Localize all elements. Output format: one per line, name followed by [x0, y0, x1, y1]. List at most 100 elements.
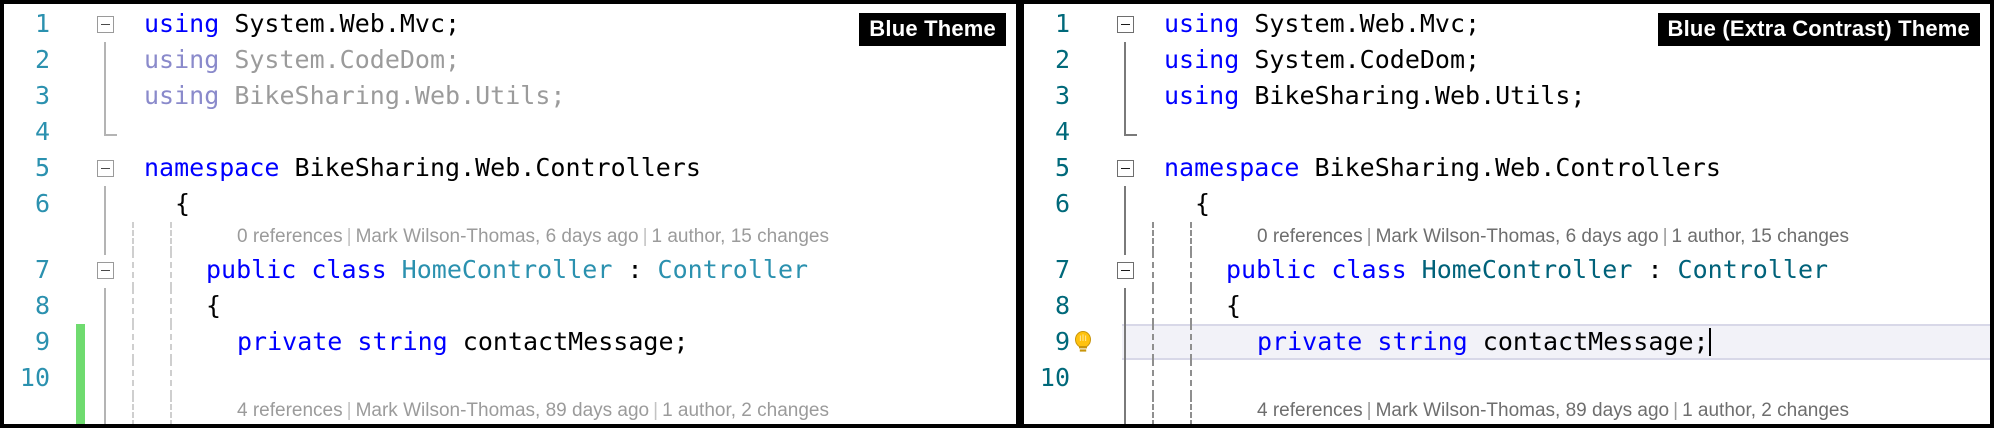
outlining-slot[interactable]: [1108, 150, 1142, 186]
code-line-row[interactable]: 10: [1024, 360, 1990, 396]
line-text-area[interactable]: 0 references|Mark Wilson-Thomas, 6 days …: [122, 222, 1016, 252]
line-text-area[interactable]: [122, 360, 1016, 396]
codelens-row[interactable]: 0 references|Mark Wilson-Thomas, 6 days …: [1024, 219, 1990, 255]
codelens-item[interactable]: Mark Wilson-Thomas, 6 days ago: [1375, 226, 1659, 247]
line-text-area[interactable]: using System.Web.Mvc;: [122, 6, 1016, 42]
line-text-area[interactable]: public class HomeController : Controller: [1142, 252, 1990, 288]
code-line-row[interactable]: 10: [4, 360, 1016, 396]
codelens-row[interactable]: 4 references|Mark Wilson-Thomas, 89 days…: [4, 393, 1016, 424]
lightbulb-icon[interactable]: [1072, 330, 1094, 354]
code-line-row[interactable]: 8{: [4, 288, 1016, 324]
codelens-item[interactable]: Mark Wilson-Thomas, 89 days ago: [355, 400, 650, 421]
line-text-area[interactable]: [1142, 360, 1990, 396]
source-code-text[interactable]: {: [206, 288, 221, 324]
codelens-item[interactable]: 1 author, 2 changes: [662, 400, 829, 421]
line-text-area[interactable]: {: [122, 186, 1016, 222]
code-line-row[interactable]: 4: [4, 114, 1016, 150]
outlining-slot[interactable]: [88, 6, 122, 42]
source-code-text[interactable]: using System.CodeDom;: [1164, 42, 1480, 78]
source-code-text[interactable]: public class HomeController : Controller: [206, 252, 808, 288]
source-code-text[interactable]: namespace BikeSharing.Web.Controllers: [1164, 150, 1721, 186]
codelens-item[interactable]: 1 author, 15 changes: [651, 226, 829, 247]
indent-guide: [170, 324, 172, 360]
line-text-area[interactable]: 4 references|Mark Wilson-Thomas, 89 days…: [122, 396, 1016, 424]
codelens-row[interactable]: 4 references|Mark Wilson-Thomas, 89 days…: [1024, 393, 1990, 424]
source-code-text[interactable]: namespace BikeSharing.Web.Controllers: [144, 150, 701, 186]
codelens-annotation[interactable]: 4 references|Mark Wilson-Thomas, 89 days…: [237, 400, 829, 422]
line-text-area[interactable]: using System.Web.Mvc;: [1142, 6, 1990, 42]
codelens-item[interactable]: 0 references: [237, 226, 343, 247]
line-text-area[interactable]: using System.CodeDom;: [1142, 42, 1990, 78]
line-text-area[interactable]: public class HomeController : Controller: [122, 252, 1016, 288]
line-text-area[interactable]: using System.CodeDom;: [122, 42, 1016, 78]
collapse-minus-icon[interactable]: [96, 15, 114, 33]
source-code-text[interactable]: using BikeSharing.Web.Utils;: [144, 78, 565, 114]
line-text-area[interactable]: [1142, 114, 1990, 150]
line-text-area[interactable]: {: [1142, 186, 1990, 222]
outlining-slot[interactable]: [1108, 252, 1142, 288]
source-code-text[interactable]: {: [1226, 288, 1241, 324]
codelens-annotation[interactable]: 4 references|Mark Wilson-Thomas, 89 days…: [1257, 400, 1849, 422]
line-text-area[interactable]: {: [1142, 288, 1990, 324]
line-text-area[interactable]: using BikeSharing.Web.Utils;: [1142, 78, 1990, 114]
source-code-text[interactable]: {: [175, 186, 190, 222]
codelens-item[interactable]: 4 references: [1257, 400, 1363, 421]
line-text-area[interactable]: [122, 114, 1016, 150]
source-code-text[interactable]: {: [1195, 186, 1210, 222]
source-code-text[interactable]: using System.CodeDom;: [144, 42, 460, 78]
line-text-area[interactable]: private string contactMessage;: [1142, 324, 1990, 360]
source-code-text[interactable]: using System.Web.Mvc;: [1164, 6, 1480, 42]
source-code-text[interactable]: using BikeSharing.Web.Utils;: [1164, 78, 1585, 114]
codelens-row[interactable]: 0 references|Mark Wilson-Thomas, 6 days …: [4, 219, 1016, 255]
line-text-area[interactable]: private string contactMessage;: [122, 324, 1016, 360]
codelens-annotation[interactable]: 0 references|Mark Wilson-Thomas, 6 days …: [1257, 226, 1849, 248]
codelens-item[interactable]: 4 references: [237, 400, 343, 421]
codelens-item[interactable]: Mark Wilson-Thomas, 89 days ago: [1375, 400, 1670, 421]
collapse-minus-icon[interactable]: [96, 261, 114, 279]
code-line-row[interactable]: 4: [1024, 114, 1990, 150]
collapse-minus-icon[interactable]: [96, 159, 114, 177]
codelens-annotation[interactable]: 0 references|Mark Wilson-Thomas, 6 days …: [237, 226, 829, 248]
line-text-area[interactable]: 0 references|Mark Wilson-Thomas, 6 days …: [1142, 222, 1990, 252]
line-text-area[interactable]: using BikeSharing.Web.Utils;: [122, 78, 1016, 114]
line-text-area[interactable]: {: [122, 288, 1016, 324]
source-code-text[interactable]: private string contactMessage;: [237, 324, 689, 360]
code-line-row[interactable]: 8{: [1024, 288, 1990, 324]
codelens-item[interactable]: 1 author, 15 changes: [1671, 226, 1849, 247]
outlining-slot[interactable]: [88, 150, 122, 186]
collapse-minus-icon[interactable]: [1116, 159, 1134, 177]
outlining-slot[interactable]: [1108, 6, 1142, 42]
codelens-item[interactable]: 1 author, 2 changes: [1682, 400, 1849, 421]
code-line-row[interactable]: 6{: [4, 186, 1016, 222]
collapse-minus-icon[interactable]: [1116, 261, 1134, 279]
source-code-text[interactable]: private string contactMessage;: [1257, 324, 1711, 360]
line-text-area[interactable]: namespace BikeSharing.Web.Controllers: [1142, 150, 1990, 186]
collapse-minus-icon[interactable]: [1116, 15, 1134, 33]
indent-guide: [1190, 222, 1192, 252]
outlining-slot: [1108, 219, 1142, 255]
code-line-row[interactable]: 6{: [1024, 186, 1990, 222]
quick-actions-slot[interactable]: [1070, 324, 1096, 360]
line-text-area[interactable]: namespace BikeSharing.Web.Controllers: [122, 150, 1016, 186]
line-text-area[interactable]: 4 references|Mark Wilson-Thomas, 89 days…: [1142, 396, 1990, 424]
source-code-text[interactable]: public class HomeController : Controller: [1226, 252, 1828, 288]
outlining-guide-line: [1124, 393, 1126, 424]
codelens-item[interactable]: Mark Wilson-Thomas, 6 days ago: [355, 226, 639, 247]
codelens-item[interactable]: 0 references: [1257, 226, 1363, 247]
source-code-text[interactable]: using System.Web.Mvc;: [144, 6, 460, 42]
outlining-slot[interactable]: [88, 252, 122, 288]
